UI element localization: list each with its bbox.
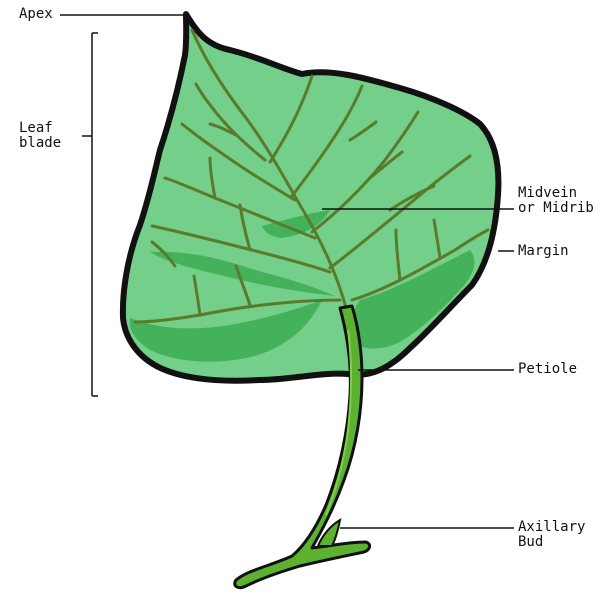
midvein-label: Midvein or Midrib bbox=[518, 186, 594, 216]
axillary-bud-label-line2: Bud bbox=[518, 535, 585, 550]
apex-label: Apex bbox=[19, 7, 53, 22]
axillary-bud-label: Axillary Bud bbox=[518, 520, 585, 550]
leaf-blade-label: Leaf blade bbox=[19, 121, 61, 151]
midvein-label-line2: or Midrib bbox=[518, 201, 594, 216]
leaf-blade-shape bbox=[123, 14, 499, 381]
midvein-label-line1: Midvein bbox=[518, 186, 594, 201]
axillary-bud-label-line1: Axillary bbox=[518, 520, 585, 535]
leaf-blade-bracket bbox=[82, 33, 98, 396]
margin-label: Margin bbox=[518, 244, 569, 259]
leaf-blade-label-line2: blade bbox=[19, 136, 61, 151]
petiole-label: Petiole bbox=[518, 362, 577, 377]
leaf-blade-label-line1: Leaf bbox=[19, 121, 61, 136]
